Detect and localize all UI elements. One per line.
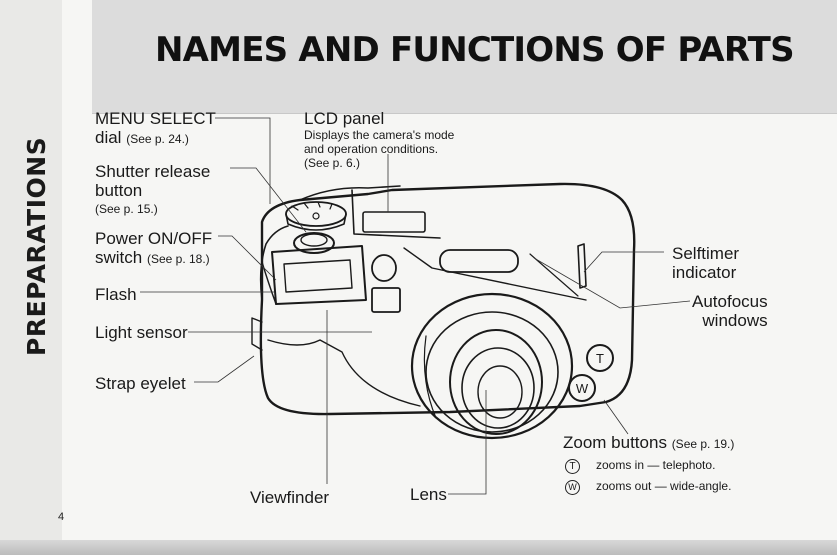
flash-label: Flash bbox=[95, 285, 137, 304]
menu-select-label: MENU SELECT dial (See p. 24.) bbox=[95, 109, 216, 149]
autofocus-leader bbox=[534, 258, 690, 308]
zoom-buttons-label: Zoom buttons (See p. 19.) bbox=[563, 433, 734, 454]
light-sensor-label: Light sensor bbox=[95, 323, 188, 342]
viewfinder-label: Viewfinder bbox=[250, 488, 329, 507]
menu-leader bbox=[215, 118, 270, 204]
lcd-panel-label: LCD panel Displays the camera's mode and… bbox=[304, 109, 454, 170]
lens-label: Lens bbox=[410, 485, 447, 504]
zoom-leader bbox=[604, 400, 628, 434]
shutter-release-label: Shutter release button (See p. 15.) bbox=[95, 162, 210, 219]
autofocus-label: Autofocus windows bbox=[692, 292, 768, 330]
zoom-t-symbol: T bbox=[565, 459, 580, 474]
zoom-t-icon: T bbox=[596, 351, 604, 366]
zoom-w-icon: W bbox=[576, 381, 589, 396]
selftimer-leader bbox=[584, 252, 664, 272]
zoom-w-symbol: W bbox=[565, 480, 580, 495]
strap-leader bbox=[194, 356, 254, 382]
lens-leader bbox=[448, 390, 486, 494]
strap-eyelet-label: Strap eyelet bbox=[95, 374, 186, 393]
power-switch-label: Power ON/OFF switch (See p. 18.) bbox=[95, 229, 212, 269]
selftimer-label: Selftimer indicator bbox=[672, 244, 739, 282]
